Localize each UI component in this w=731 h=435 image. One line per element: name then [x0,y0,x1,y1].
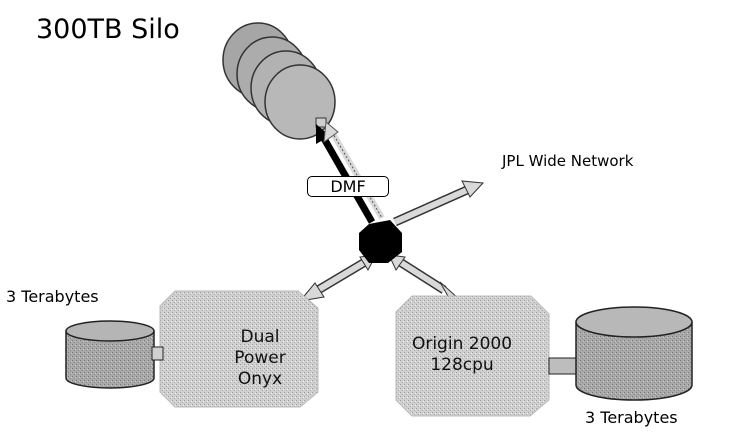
silo-label: 300TB Silo [36,16,180,43]
origin-server-label: Origin 2000 128cpu [403,334,521,376]
router-icon [359,220,402,263]
left-disk-icon [66,321,163,388]
origin-line-2: 128cpu [403,355,521,376]
silo-icon [223,23,335,139]
silo-router-link [316,122,382,222]
network-link [395,181,483,222]
onyx-line-1: Dual [210,327,310,348]
left-storage-label: 3 Terabytes [6,289,99,305]
jpl-network-label: JPL Wide Network [502,154,633,169]
origin-line-1: Origin 2000 [403,334,521,355]
dmf-tag: DMF [307,176,389,197]
right-disk-connector [549,358,579,374]
onyx-server-label: Dual Power Onyx [210,327,310,390]
right-storage-label: 3 Terabytes [585,410,678,426]
onyx-line-2: Power Onyx [210,348,310,390]
right-disk-icon [576,307,692,400]
onyx-link [300,255,376,301]
origin-link [389,255,459,299]
